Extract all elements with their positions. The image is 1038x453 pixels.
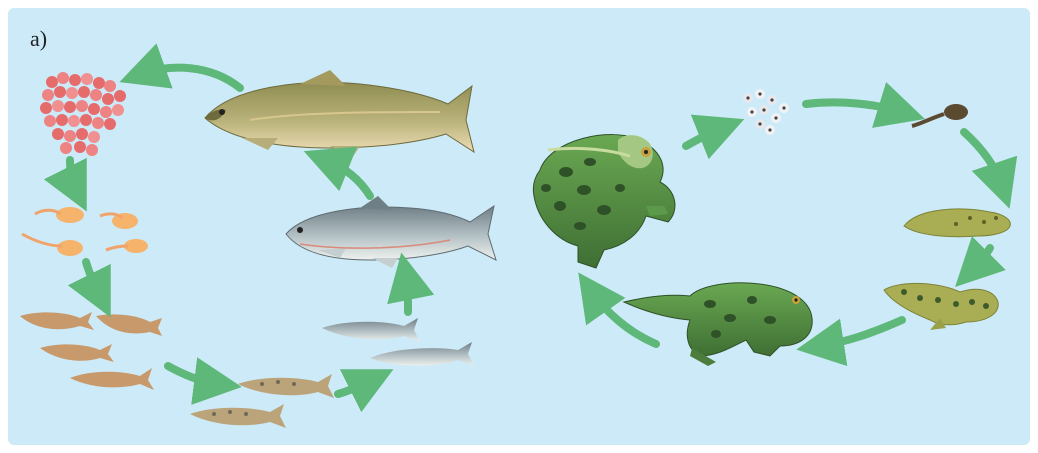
arrow-fry-to-parr	[168, 366, 218, 384]
froglet-icon	[624, 283, 812, 366]
arrow-spawning-to-eggs	[142, 68, 240, 88]
arrow-spawn-to-hatchling	[806, 102, 902, 112]
adult-salmon-icon	[286, 196, 496, 268]
adult-frog-icon	[533, 135, 675, 268]
arrow-hatchling-to-tadpole	[964, 132, 1002, 186]
alevin-icon	[22, 207, 148, 256]
arrow-frog-to-spawn	[686, 128, 722, 146]
spawning-salmon-icon	[205, 70, 474, 158]
smolt-icon	[322, 318, 474, 366]
hatchling-icon	[912, 104, 968, 126]
arrow-adult-to-spawning	[326, 160, 370, 196]
eggs-icon	[40, 72, 126, 156]
frog-spawn-icon	[743, 89, 789, 135]
arrow-parr-to-smolt	[338, 380, 372, 394]
arrow-alevin-to-fry	[86, 262, 100, 296]
arrow-legged-to-froglet	[820, 320, 902, 346]
arrow-tadpole-to-legged	[972, 248, 990, 270]
arrow-smolt-to-adult	[406, 276, 408, 312]
fry-icon	[20, 312, 162, 390]
arrow-eggs-to-alevin	[70, 160, 76, 190]
tadpole-icon	[904, 209, 1010, 237]
